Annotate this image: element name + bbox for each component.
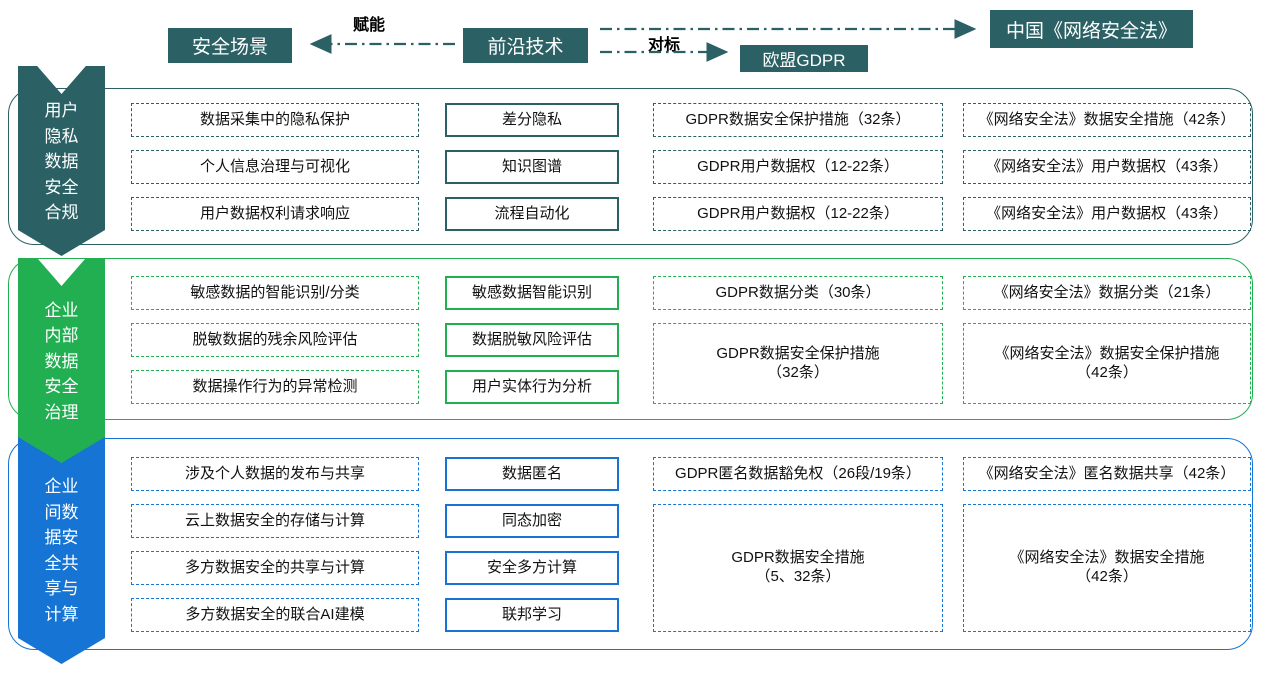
technology-box: 数据脱敏风险评估 [445,323,619,357]
group-internal-data-governance: 敏感数据的智能识别/分类 脱敏数据的残余风险评估 数据操作行为的异常检测 敏感数… [8,258,1253,420]
group-data-sharing-computing: 涉及个人数据的发布与共享 云上数据安全的存储与计算 多方数据安全的共享与计算 多… [8,438,1253,650]
scenario-box: 脱敏数据的残余风险评估 [131,323,419,357]
technology-column: 敏感数据智能识别 数据脱敏风险评估 用户实体行为分析 [445,276,619,404]
technology-box: 同态加密 [445,504,619,538]
technology-column: 数据匿名 同态加密 安全多方计算 联邦学习 [445,457,619,632]
technology-box: 流程自动化 [445,197,619,231]
scenario-box: 云上数据安全的存储与计算 [131,504,419,538]
scenario-box: 数据采集中的隐私保护 [131,103,419,137]
technology-box: 敏感数据智能识别 [445,276,619,310]
scenario-box: 个人信息治理与可视化 [131,150,419,184]
empower-label: 赋能 [352,17,385,34]
scenario-column: 涉及个人数据的发布与共享 云上数据安全的存储与计算 多方数据安全的共享与计算 多… [131,457,419,632]
scenario-column: 敏感数据的智能识别/分类 脱敏数据的残余风险评估 数据操作行为的异常检测 [131,276,419,404]
gdpr-column: GDPR匿名数据豁免权（26段/19条） GDPR数据安全措施 （5、32条） [653,457,943,632]
banner-data-sharing-computing: 企业间数据安全共享与计算 [18,435,105,664]
arrows-layer [309,19,977,62]
scenario-box: 涉及个人数据的发布与共享 [131,457,419,491]
scenario-box: 多方数据安全的联合AI建模 [131,598,419,632]
technology-box: 安全多方计算 [445,551,619,585]
law-box: 《网络安全法》匿名数据共享（42条） [963,457,1251,491]
scenario-box: 数据操作行为的异常检测 [131,370,419,404]
law-box: 《网络安全法》数据安全措施（42条） [963,103,1251,137]
technology-box: 用户实体行为分析 [445,370,619,404]
gdpr-column: GDPR数据分类（30条） GDPR数据安全保护措施 （32条） [653,276,943,404]
gdpr-box: GDPR匿名数据豁免权（26段/19条） [653,457,943,491]
law-box: 《网络安全法》数据安全措施 （42条） [963,504,1251,632]
header-china-cybersecurity-law: 中国《网络安全法》 [990,10,1193,48]
group-user-privacy-compliance: 数据采集中的隐私保护 个人信息治理与可视化 用户数据权利请求响应 差分隐私 知识… [8,88,1253,245]
gdpr-column: GDPR数据安全保护措施（32条） GDPR用户数据权（12-22条） GDPR… [653,103,943,231]
banner-internal-data-governance: 企业内部数据安全治理 [18,258,105,463]
header-frontier-technology: 前沿技术 [463,28,588,63]
law-column: 《网络安全法》数据安全措施（42条） 《网络安全法》用户数据权（43条） 《网络… [963,103,1251,231]
law-box: 《网络安全法》数据安全保护措施 （42条） [963,323,1251,404]
gdpr-box: GDPR用户数据权（12-22条） [653,197,943,231]
technology-box: 差分隐私 [445,103,619,137]
law-box: 《网络安全法》用户数据权（43条） [963,150,1251,184]
scenario-box: 用户数据权利请求响应 [131,197,419,231]
scenario-box: 多方数据安全的共享与计算 [131,551,419,585]
gdpr-box: GDPR数据分类（30条） [653,276,943,310]
gdpr-box: GDPR数据安全措施 （5、32条） [653,504,943,632]
technology-column: 差分隐私 知识图谱 流程自动化 [445,103,619,231]
law-column: 《网络安全法》匿名数据共享（42条） 《网络安全法》数据安全措施 （42条） [963,457,1251,632]
law-box: 《网络安全法》数据分类（21条） [963,276,1251,310]
technology-box: 联邦学习 [445,598,619,632]
benchmark-label: 对标 [647,37,680,54]
gdpr-box: GDPR数据安全保护措施 （32条） [653,323,943,404]
law-box: 《网络安全法》用户数据权（43条） [963,197,1251,231]
technology-box: 知识图谱 [445,150,619,184]
scenario-column: 数据采集中的隐私保护 个人信息治理与可视化 用户数据权利请求响应 [131,103,419,231]
gdpr-box: GDPR用户数据权（12-22条） [653,150,943,184]
gdpr-box: GDPR数据安全保护措施（32条） [653,103,943,137]
banner-user-privacy-compliance: 用户隐私数据安全合规 [18,66,105,256]
header-eu-gdpr: 欧盟GDPR [740,45,868,72]
scenario-box: 敏感数据的智能识别/分类 [131,276,419,310]
header-security-scenarios: 安全场景 [168,28,292,63]
law-column: 《网络安全法》数据分类（21条） 《网络安全法》数据安全保护措施 （42条） [963,276,1251,404]
technology-box: 数据匿名 [445,457,619,491]
banner-label: 企业内部数据安全治理 [44,300,79,422]
banner-label: 企业间数据安全共享与计算 [44,477,79,624]
banner-label: 用户隐私数据安全合规 [44,101,79,223]
